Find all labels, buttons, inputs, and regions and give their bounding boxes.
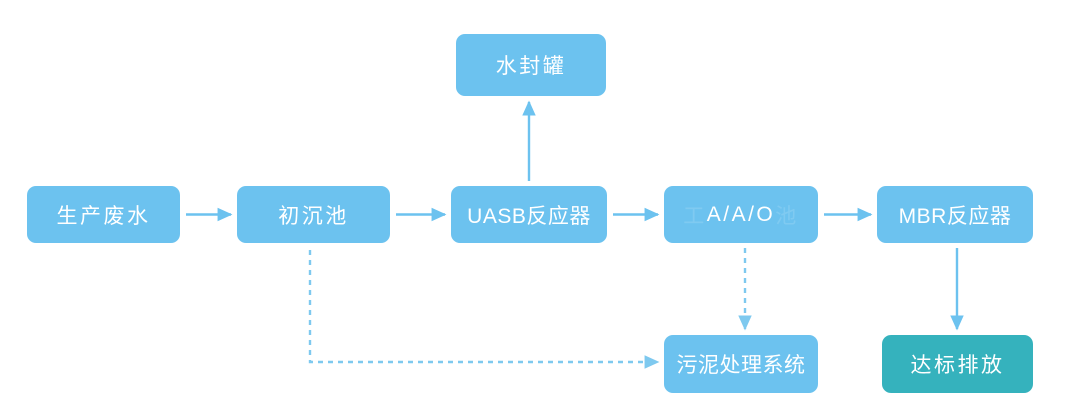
- node-compliant-discharge[interactable]: 达标排放: [882, 335, 1033, 393]
- node-aao-process[interactable]: 工 A/A/O 池: [664, 186, 818, 243]
- node-label-uasb-reactor: UASB反应器: [467, 204, 591, 228]
- node-label-compliant-discharge: 达标排放: [910, 354, 1005, 377]
- node-production-wastewater[interactable]: 生产废水: [27, 186, 180, 243]
- node-sludge-treatment-system[interactable]: 污泥处理系统: [664, 335, 818, 393]
- node-uasb-reactor[interactable]: UASB反应器: [451, 186, 607, 243]
- node-label-primary-settling-tank: 初沉池: [278, 204, 349, 228]
- node-water-seal-tank[interactable]: 水封罐: [456, 34, 606, 96]
- node-label-aao-ghost-right: 池: [775, 204, 799, 228]
- node-primary-settling-tank[interactable]: 初沉池: [237, 186, 390, 243]
- node-label-mbr-reactor: MBR反应器: [898, 204, 1012, 228]
- node-label-sludge-treatment-system: 污泥处理系统: [676, 354, 806, 377]
- node-label-aao-process: A/A/O: [706, 202, 776, 226]
- node-label-aao-ghost-left: 工: [683, 204, 707, 228]
- node-label-production-wastewater: 生产废水: [56, 204, 151, 228]
- node-label-water-seal-tank: 水封罐: [495, 55, 567, 78]
- edge-settling-to-sludge: [308, 250, 660, 369]
- node-mbr-reactor[interactable]: MBR反应器: [877, 186, 1033, 243]
